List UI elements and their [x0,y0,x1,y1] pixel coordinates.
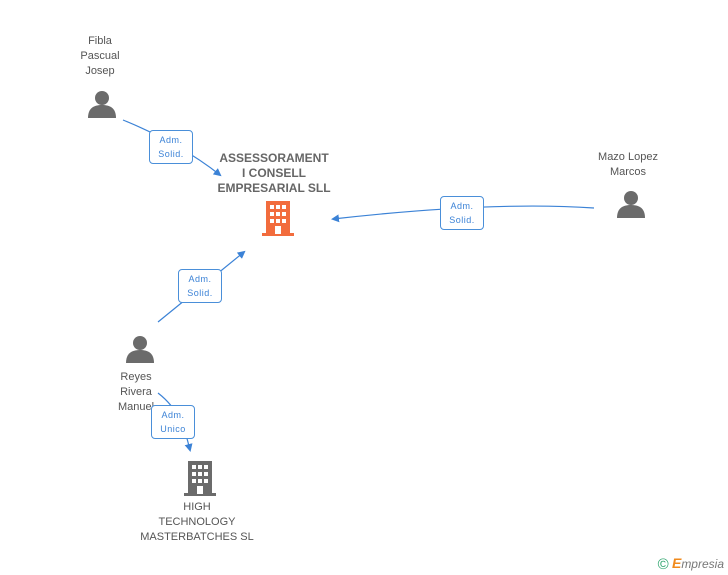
edge-badge-reyes-high[interactable]: Adm. Unico [151,405,195,439]
person-icon[interactable] [616,190,646,218]
building-icon[interactable] [184,461,216,496]
node-label-fibla: Fibla Pascual Josep [80,35,120,77]
edge-badge-mazo[interactable]: Adm. Solid. [440,196,484,230]
person-icon[interactable] [87,90,117,118]
building-icon[interactable] [262,201,294,236]
edge-badge-fibla[interactable]: Adm. Solid. [149,130,193,164]
empresia-logo-text: mpresia [681,557,724,571]
edge-badge-reyes-main[interactable]: Adm. Solid. [178,269,222,303]
copyright-icon: © [657,556,669,573]
node-label-main-company: ASSESSORAMENT I CONSELL EMPRESARIAL SLL [217,151,331,195]
node-label-high-tech: HIGH TECHNOLOGY MASTERBATCHES SL [140,501,254,543]
empresia-credit[interactable]: © Empresia [658,555,724,573]
empresia-logo-initial: E [671,555,682,571]
node-label-mazo: Mazo Lopez Marcos [598,151,658,178]
person-icon[interactable] [125,335,155,363]
node-label-reyes: Reyes Rivera Manuel [117,371,155,413]
